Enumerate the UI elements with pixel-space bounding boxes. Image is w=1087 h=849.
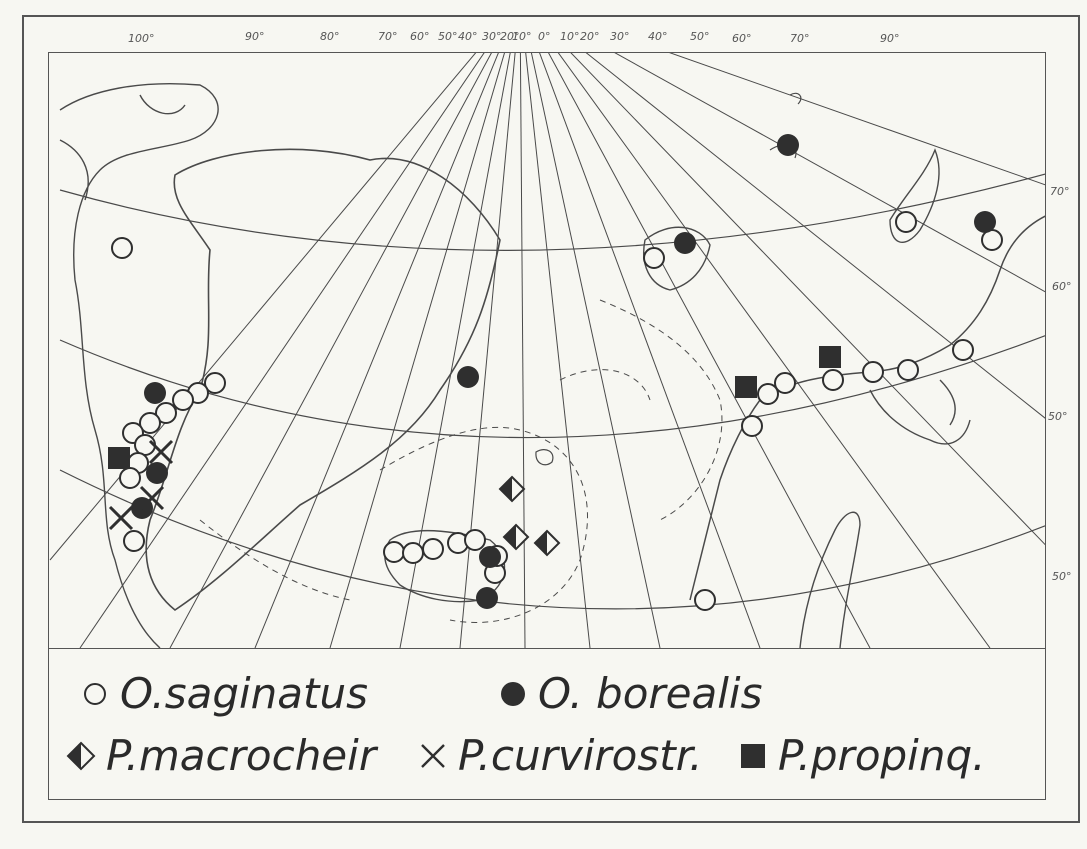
legend-item-p-macrocheir: P.macrocheir <box>66 731 376 780</box>
p-curvirostr-marker <box>108 505 134 531</box>
filled-square-icon <box>741 743 765 768</box>
latitude-label: 50° <box>1048 410 1068 423</box>
legend-label: O. borealis <box>538 669 763 718</box>
longitude-label: 80° <box>320 30 340 43</box>
outer-frame <box>22 15 1080 823</box>
o-borealis-marker <box>476 587 498 609</box>
scandinavia-coast <box>689 215 1045 601</box>
o-saginatus-marker <box>383 541 405 563</box>
legend-item-p-curvirostr: P.curvirostr. <box>418 731 702 780</box>
longitude-label: 70° <box>790 32 810 45</box>
o-saginatus-marker <box>204 372 226 394</box>
o-saginatus-marker <box>822 369 844 391</box>
o-saginatus-marker <box>139 412 161 434</box>
o-saginatus-marker <box>643 247 665 269</box>
p-macrocheir-marker-fill <box>535 531 547 555</box>
o-saginatus-marker <box>774 372 796 394</box>
longitude-label: 10° <box>560 30 580 43</box>
o-borealis-marker <box>457 366 479 388</box>
latitude-labels: 50° 60° 70° 50° <box>1048 185 1072 583</box>
o-borealis-marker <box>674 232 696 254</box>
o-saginatus-marker <box>464 529 486 551</box>
longitude-label: 20° <box>580 30 600 43</box>
longitude-label: 50° <box>438 30 458 43</box>
o-saginatus-marker <box>422 538 444 560</box>
p-propinq-marker <box>735 376 757 398</box>
p-curvirostr-marker <box>148 439 174 465</box>
p-macrocheir-marker-fill <box>500 477 512 501</box>
canadian-arctic-coast <box>59 83 219 648</box>
o-saginatus-marker <box>895 211 917 233</box>
p-propinq-marker <box>108 447 130 469</box>
longitude-label: 60° <box>410 30 430 43</box>
p-propinq-marker <box>819 346 841 368</box>
o-borealis-marker <box>777 134 799 156</box>
o-saginatus-marker <box>111 237 133 259</box>
legend-item-o-saginatus: O.saginatus <box>80 669 368 718</box>
legend-label: P.propinq. <box>778 731 986 780</box>
o-borealis-marker <box>146 462 168 484</box>
legend-label: P.macrocheir <box>106 731 377 780</box>
o-saginatus-marker <box>155 402 177 424</box>
novaya-zemlya-coast <box>889 148 940 243</box>
legend-item-o-borealis: O. borealis <box>498 669 762 718</box>
longitude-label: 90° <box>245 30 265 43</box>
meridian-lines <box>49 53 1045 648</box>
legend-label: O.saginatus <box>120 669 368 718</box>
longitude-label: 0° <box>538 30 551 43</box>
o-saginatus-marker <box>862 361 884 383</box>
o-saginatus-marker <box>402 542 424 564</box>
longitude-label: 30° <box>610 30 630 43</box>
latitude-label: 50° <box>1052 570 1072 583</box>
o-saginatus-marker <box>897 359 919 381</box>
inner-frame <box>48 52 1046 800</box>
longitude-label: 30° <box>482 30 502 43</box>
longitude-label: 50° <box>690 30 710 43</box>
longitude-label: 90° <box>880 32 900 45</box>
jan-mayen-island <box>535 449 554 466</box>
longitude-label: 20° <box>500 30 520 43</box>
half-diamond-icon <box>66 741 96 770</box>
map-legend: O.saginatus O. borealis P.macrocheir P.c… <box>48 648 1046 800</box>
p-curvirostr-marker <box>139 485 165 511</box>
o-borealis-marker <box>144 382 166 404</box>
longitude-label: 40° <box>458 30 478 43</box>
latitude-label: 60° <box>1052 280 1072 293</box>
longitude-label: 100° <box>128 32 155 45</box>
o-saginatus-marker <box>952 339 974 361</box>
longitude-label: 60° <box>732 32 752 45</box>
o-saginatus-marker <box>172 389 194 411</box>
locality-markers <box>108 134 1003 611</box>
longitude-label: 10° <box>512 30 532 43</box>
o-saginatus-marker <box>123 530 145 552</box>
baltic-coast <box>799 511 861 648</box>
greenland-coast <box>145 148 501 611</box>
longitude-label: 40° <box>648 30 668 43</box>
depth-contours <box>199 299 723 623</box>
longitude-label: 70° <box>378 30 398 43</box>
spitsbergen-coast <box>643 226 711 291</box>
o-saginatus-marker <box>757 383 779 405</box>
filled-circle-icon <box>501 681 525 706</box>
latitude-label: 70° <box>1050 185 1070 198</box>
o-borealis-marker <box>974 211 996 233</box>
p-macrocheir-marker-fill <box>504 525 516 549</box>
legend-item-p-propinq: P.propinq. <box>738 731 985 780</box>
o-borealis-marker <box>479 546 501 568</box>
white-sea-coast <box>869 379 971 445</box>
open-circle-icon <box>84 682 106 705</box>
o-saginatus-marker <box>741 415 763 437</box>
legend-label: P.curvirostr. <box>458 731 703 780</box>
o-saginatus-marker <box>119 467 141 489</box>
o-saginatus-marker <box>694 589 716 611</box>
longitude-labels: 100°90°80°70°60°50°40°30°20°10°0°10°20°3… <box>128 30 900 45</box>
cross-icon <box>421 743 445 768</box>
